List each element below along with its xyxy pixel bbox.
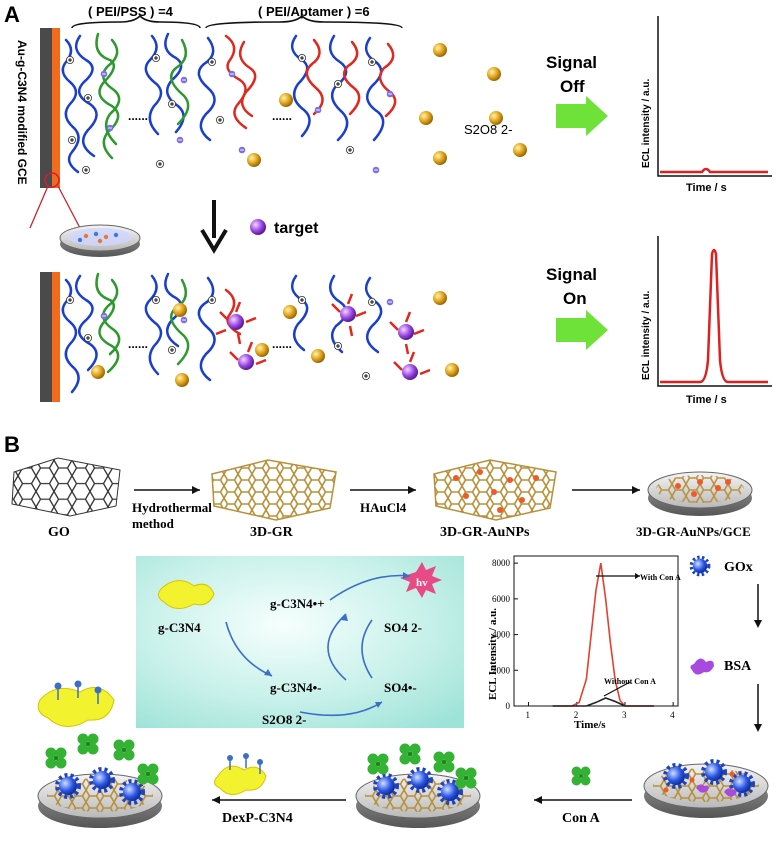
step-arrow2-label: HAuCl4 <box>360 500 407 515</box>
signal-on-line2: On <box>563 289 587 308</box>
gce-dish <box>647 471 753 517</box>
y-tick-label: 6000 <box>492 594 511 604</box>
mech-sulfate-radical: SO4•- <box>384 680 417 695</box>
pei-pss-label: ( PEI/PSS ) =4 <box>88 4 174 19</box>
electrode-dish <box>59 224 141 257</box>
ellipsis-bottom-2: ...... <box>272 337 292 351</box>
chart-lines <box>552 563 654 707</box>
y-tick-label: 2000 <box>492 665 511 675</box>
mech-persulfate: S2O8 2- <box>262 712 306 727</box>
dexp-c3n4-icon <box>214 765 267 795</box>
pei-aptamer-label: ( PEI/Aptamer ) =6 <box>258 4 370 19</box>
con-a-dish <box>355 743 481 829</box>
ellipsis-top-2: ...... <box>272 109 292 123</box>
chart-frame <box>513 555 679 707</box>
step-gce: 3D-GR-AuNPs/GCE <box>636 524 751 539</box>
mech-reagent: g-C3N4 <box>158 620 201 635</box>
chart-ylabel: ECL Intensity / a.u. <box>487 608 499 700</box>
series-line-with-con-a <box>552 563 654 707</box>
light-emission-icon <box>400 562 442 598</box>
panel-a-letter: A <box>4 2 20 27</box>
graph-on-xlabel: Time / s <box>686 394 727 406</box>
polymer-layers-bottom <box>61 272 383 394</box>
bsa-icon <box>690 658 714 675</box>
x-tick-label: 1 <box>525 710 530 720</box>
step-arrow1-label-2: method <box>132 516 175 531</box>
chart-ticks: 1 2 3 4 0 2000 4000 6000 8000 <box>492 558 675 720</box>
signal-off-arrow <box>556 96 608 136</box>
graph-off-ylabel: ECL intensity / a.u. <box>641 79 652 168</box>
panel-b: B GO Hydrothermal method 3D-GR HAuCl4 3D… <box>4 432 769 829</box>
with-con-a-label: With Con A <box>640 573 681 582</box>
x-tick-label: 2 <box>574 710 579 720</box>
target-arrowhead <box>200 228 228 254</box>
mech-hv: hv <box>416 577 428 589</box>
mechanism-arrows <box>225 574 411 717</box>
signal-on-line1: Signal <box>546 265 597 284</box>
g-c3n4-blob-icon <box>158 580 215 609</box>
y-tick-label: 4000 <box>492 630 511 640</box>
y-tick-label: 8000 <box>492 558 511 568</box>
signal-on-arrow <box>556 310 608 350</box>
gox-bsa-dish <box>643 759 769 819</box>
aunp-dots <box>453 469 539 513</box>
3d-gr-sheet <box>211 459 337 521</box>
without-con-a-pointer <box>603 681 631 697</box>
graph-on-curve <box>660 248 768 384</box>
panel-a: A ( PEI/PSS ) =4 ( PEI/Aptamer ) =6 Au-g… <box>4 2 772 406</box>
go-sheet <box>11 457 121 517</box>
persulfate-label: S2O8 2- <box>464 122 512 137</box>
without-con-a-label: Without Con A <box>604 677 656 686</box>
con-a-icon <box>571 766 591 786</box>
persulfate-spheres-top <box>247 43 527 167</box>
step-go: GO <box>48 525 70 540</box>
final-dish <box>37 733 163 829</box>
dexp-label: DexP-C3N4 <box>222 811 293 826</box>
graph-off-curve <box>660 167 768 174</box>
graph-off-xlabel: Time / s <box>686 182 727 194</box>
y-tick-label: 0 <box>506 701 511 711</box>
con-a-label: Con A <box>562 811 601 826</box>
series-line-without-con-a <box>552 697 654 707</box>
target-label: target <box>274 220 319 237</box>
step-3d-gr-aunps: 3D-GR-AuNPs <box>440 525 530 540</box>
bound-targets <box>215 293 431 380</box>
signal-off-line2: Off <box>560 77 585 96</box>
mech-radical-anion: g-C3N4•- <box>270 680 322 695</box>
electrode-top: Au-g-C3N4 modified GCE <box>15 28 81 229</box>
gox-icon <box>689 555 711 577</box>
step-arrow1-label-1: Hydrothermal <box>132 500 212 515</box>
panel-b-letter: B <box>4 432 20 457</box>
ecl-inset-chart: ECL Intensity / a.u. Time/s 1 2 3 4 0 2000 400… <box>487 555 681 731</box>
graph-off: ECL intensity / a.u. Time / s <box>641 16 772 194</box>
graph-on: ECL intensity / a.u. Time / s <box>641 236 772 406</box>
x-tick-label: 3 <box>622 710 627 720</box>
graph-on-ylabel: ECL intensity / a.u. <box>641 291 652 380</box>
electrode-label: Au-g-C3N4 modified GCE <box>15 40 29 185</box>
x-tick-label: 4 <box>670 710 675 720</box>
signal-off-line1: Signal <box>546 53 597 72</box>
ellipsis-bottom-1: ...... <box>128 337 148 351</box>
pei-pss-brace <box>71 14 201 29</box>
gox-label: GOx <box>724 560 753 575</box>
bsa-label: BSA <box>724 659 752 674</box>
step-3d-gr: 3D-GR <box>250 525 294 540</box>
pei-aptamer-brace <box>205 14 403 29</box>
final-dexp-icon <box>37 687 115 727</box>
ellipsis-top-1: ...... <box>128 109 148 123</box>
electrode-bottom <box>40 272 60 402</box>
polymer-layers-top <box>61 32 397 174</box>
mech-radical-cation: g-C3N4•+ <box>270 596 325 611</box>
mech-sulfate: SO4 2- <box>384 620 422 635</box>
target-sphere-icon <box>250 219 266 235</box>
chart-xlabel: Time/s <box>574 719 606 731</box>
